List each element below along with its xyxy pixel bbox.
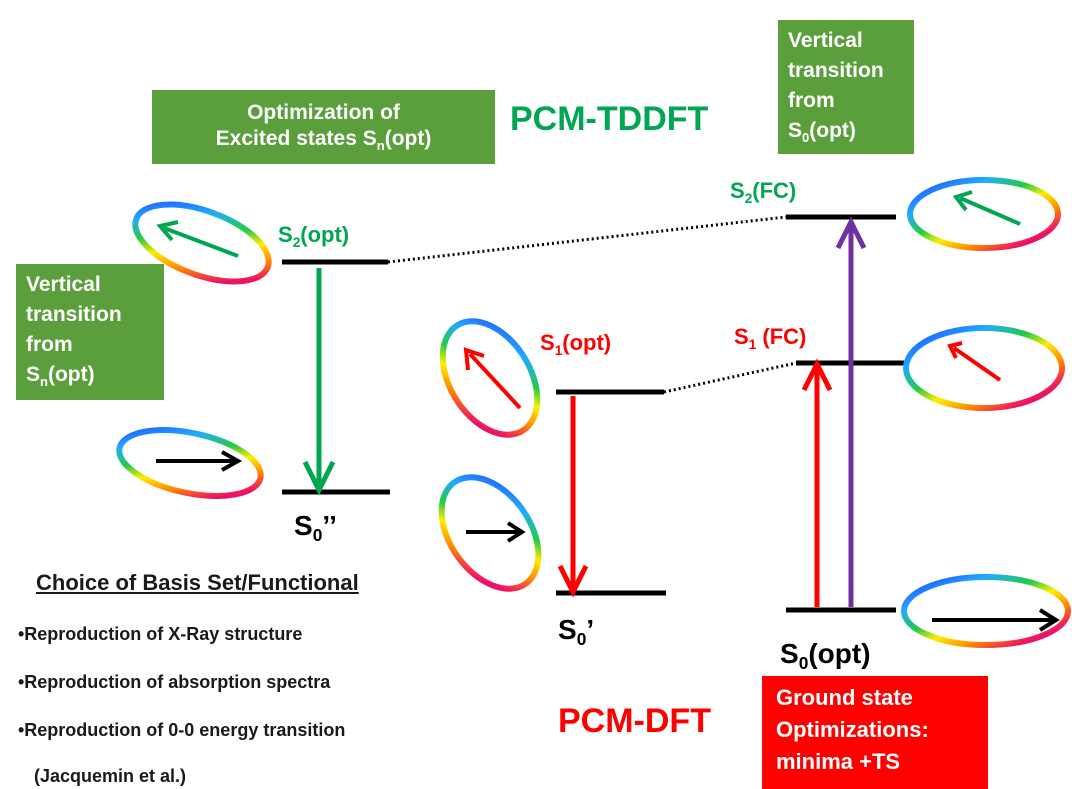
dipole-ellipse-s2-opt xyxy=(132,201,272,285)
choice-item-reference: (Jacquemin et al.) xyxy=(34,766,187,786)
dipole-ellipse-s1-opt xyxy=(439,318,541,438)
choice-heading: Choice of Basis Set/Functional xyxy=(36,570,359,595)
label-s0-prime: S0’ xyxy=(558,614,595,650)
label-s0-opt: S0(opt) xyxy=(780,638,871,674)
label-s1-fc: S1 (FC) xyxy=(734,324,807,352)
emission-arrow-s1-head xyxy=(557,564,589,598)
dotted-link-s2 xyxy=(387,215,787,264)
dipole-ellipse-s2-fc xyxy=(907,177,1061,251)
dipole-ellipse-s1-fc xyxy=(903,325,1065,411)
label-s0-double-prime: S0’’ xyxy=(294,510,337,546)
choice-item-0-0: •Reproduction of 0-0 energy transition xyxy=(18,720,346,740)
dotted-link-s1 xyxy=(663,361,797,394)
box-vertical-transition-s0: Vertical transition from S0(opt) xyxy=(778,20,914,154)
title-pcm-tddft: PCM-TDDFT xyxy=(510,100,709,138)
dipole-ellipse-s0-double-prime xyxy=(116,427,264,499)
choice-item-absorption: •Reproduction of absorption spectra xyxy=(18,672,331,692)
box-vertical-transition-sn: Vertical transition from Sn(opt) xyxy=(16,264,164,400)
dipole-ellipse-s0-prime xyxy=(438,474,542,592)
label-s1-opt: S1(opt) xyxy=(540,330,612,358)
absorption-arrow-s2-head xyxy=(835,216,867,250)
dipole-ellipse-s0-opt xyxy=(901,574,1071,648)
label-s2-fc: S2(FC) xyxy=(730,178,797,206)
absorption-arrow-s1-head xyxy=(801,358,833,392)
choice-item-xray: •Reproduction of X-Ray structure xyxy=(18,624,303,644)
label-s2-opt: S2(opt) xyxy=(278,222,350,250)
box-optimization-excited-states: Optimization of Excited states Sn(opt) xyxy=(152,90,495,164)
title-pcm-dft: PCM-DFT xyxy=(558,702,711,740)
emission-arrow-s2-head xyxy=(302,460,336,496)
box-ground-state: Ground state Optimizations: minima +TS xyxy=(762,676,988,789)
